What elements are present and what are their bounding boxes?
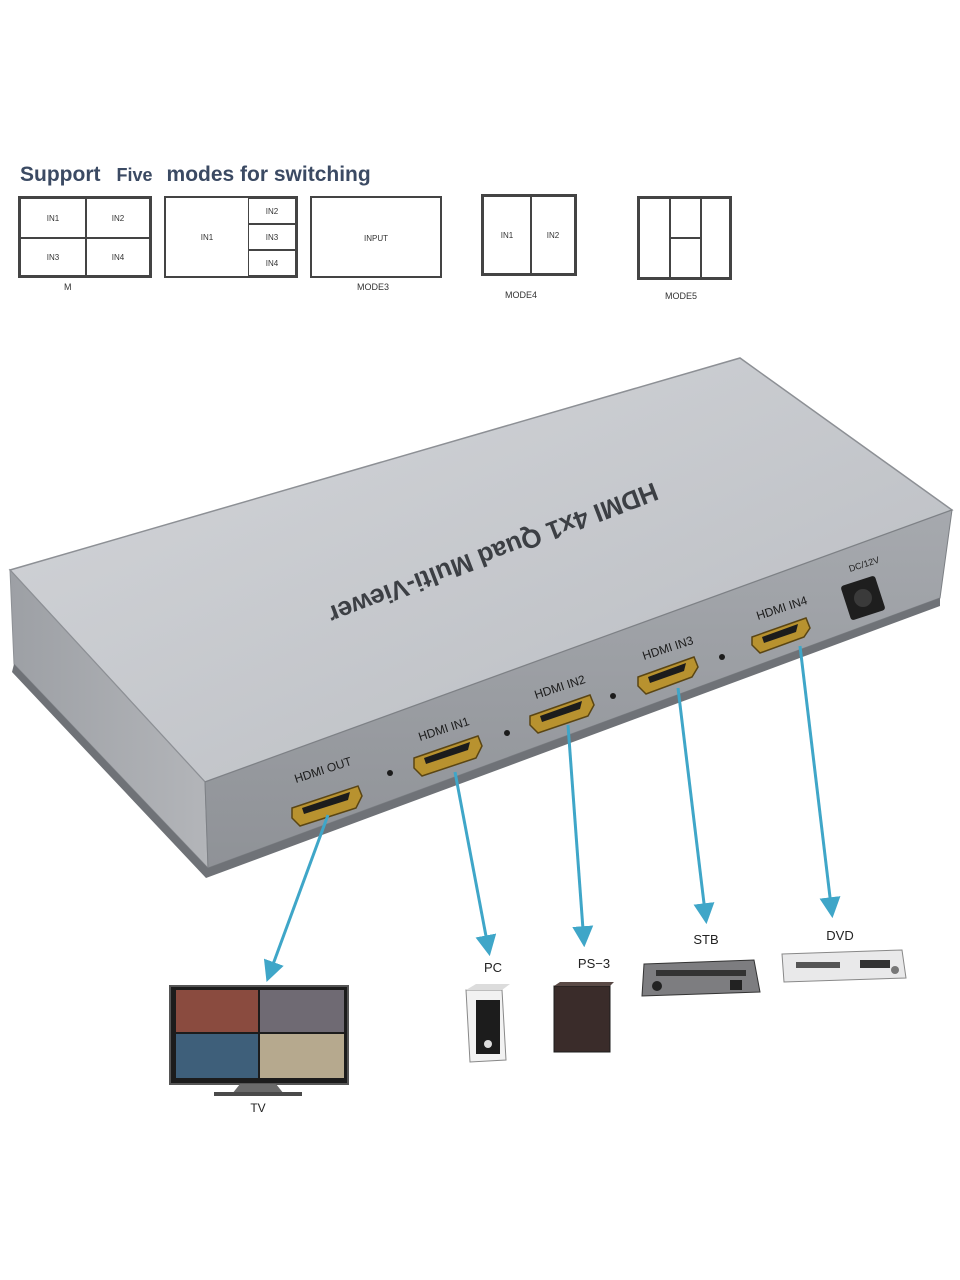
mode4-cell-in2: IN2 [531,196,575,274]
heading-five: Five [116,165,153,185]
mode3-input-label: INPUT [364,234,388,243]
stb-label: STB [693,932,718,947]
mode1-diagram: IN1 IN2 IN3 IN4 [18,196,152,278]
mode1-cell-in3: IN3 [20,238,86,276]
mode5-diagram [637,196,732,280]
arrow-in4-to-dvd [798,645,841,919]
mode2-cell-in4: IN4 [248,250,296,276]
mode2-cell-main: IN1 [200,232,214,242]
mode2-cell-in2: IN2 [248,198,296,224]
mode2-diagram: IN1 IN2 IN3 IN4 [164,196,298,278]
arrow-in3-to-stb [676,687,715,925]
heading-support: Support [20,163,101,186]
mode3-caption: MODE3 [357,282,390,292]
stb-device: STB [641,932,761,997]
led-3 [610,693,616,699]
mode4-cell-in1: IN1 [483,196,531,274]
mode1-caption: M [64,282,72,292]
pc-device: PC [465,960,510,1063]
dvd-label: DVD [826,928,853,943]
mode5-cell-right [701,198,730,278]
mode4-caption: MODE4 [505,290,538,300]
tv-label: TV [250,1101,265,1115]
mode5-cell-left [639,198,670,278]
arrow-out-to-tv [263,814,330,982]
mode1-cell-in2: IN2 [86,198,150,238]
arrow-in1-to-pc [453,771,497,957]
dvd-device: DVD [781,928,907,983]
led-1 [387,770,393,776]
mode5-cell-mid-top [670,198,701,238]
ps3-device: PS−3 [553,956,614,1053]
heading-rest: modes for switching [166,163,371,186]
modes-heading: Support Five modes for switching [20,163,381,187]
mode3-diagram: INPUT [310,196,442,278]
tv-device: TV [169,985,349,1115]
mode1-cell-in4: IN4 [86,238,150,276]
led-4 [719,654,725,660]
mode4-diagram: IN1 IN2 [481,194,577,276]
mode5-cell-mid-bottom [670,238,701,278]
mode1-cell-in1: IN1 [20,198,86,238]
pc-label: PC [484,960,502,975]
mode5-caption: MODE5 [665,291,698,301]
ps3-label: PS−3 [578,956,610,971]
led-2 [504,730,510,736]
mode2-cell-in3: IN3 [248,224,296,250]
arrow-in2-to-ps3 [566,724,594,948]
